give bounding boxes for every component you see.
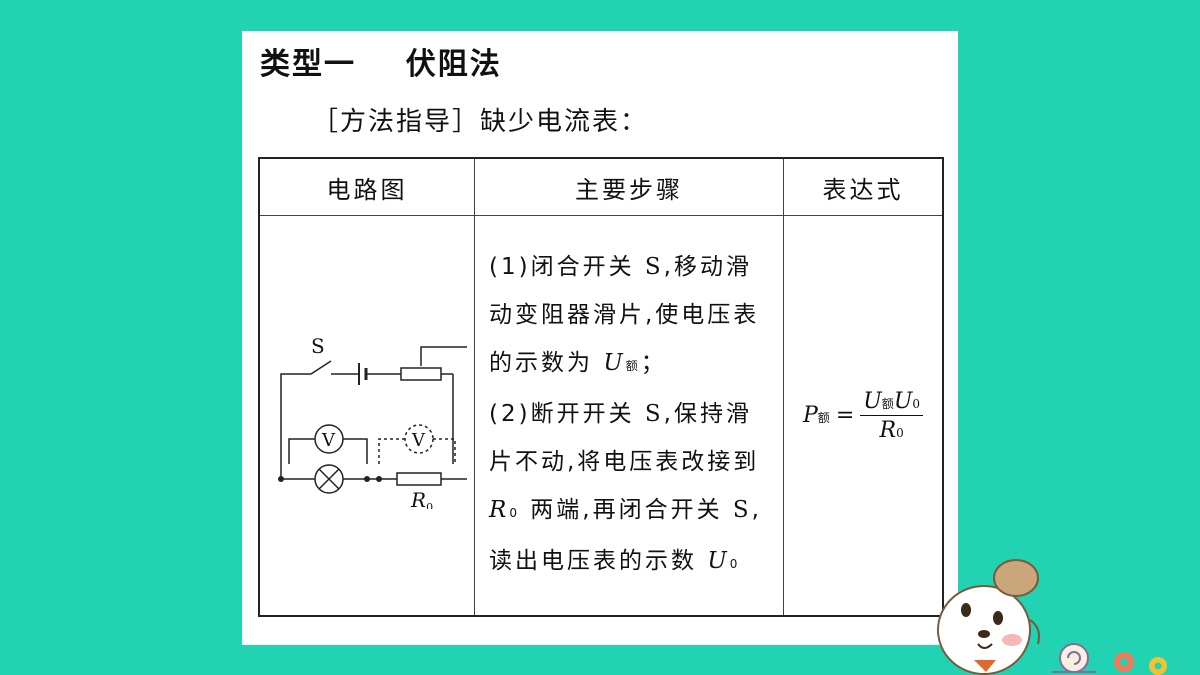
circuit-diagram: S V V R0: [278, 334, 470, 514]
step-2: (2)断开开关 S,保持滑片不动,将电压表改接到 R0 两端,再闭合开关 S,读…: [489, 401, 762, 574]
step-1: (1)闭合开关 S,移动滑动变阻器滑片,使电压表的示数为 U额；: [489, 254, 760, 376]
table-row: S V V R0 (1)闭合开关 S,移动滑动变阻器滑片,使电压表的示数为 U额…: [258, 215, 944, 617]
resistor-label: R0: [410, 488, 433, 509]
title-method: 伏阻法: [405, 47, 502, 82]
header-circuit: 电路图: [258, 157, 475, 216]
method-guide: ［方法指导］缺少电流表：: [312, 107, 649, 137]
expression-cell: P额 = U额U0 R0: [783, 215, 944, 617]
voltmeter-label: V: [321, 430, 336, 451]
table-header-row: 电路图 主要步骤 表达式: [258, 157, 944, 216]
voltmeter-dashed-label: V: [411, 430, 426, 451]
formula-fraction: U额U0 R0: [860, 389, 923, 443]
slide-page: 类型一 伏阻法 ［方法指导］缺少电流表： 电路图 主要步骤 表达式: [242, 31, 958, 645]
method-table: 电路图 主要步骤 表达式: [258, 157, 944, 617]
circuit-cell: S V V R0: [258, 215, 475, 617]
switch-label: S: [311, 334, 325, 358]
header-steps: 主要步骤: [474, 157, 784, 216]
power-formula: P额 = U额U0 R0: [803, 389, 923, 443]
puppy-mascot-illustration: [937, 559, 1167, 675]
steps-cell: (1)闭合开关 S,移动滑动变阻器滑片,使电压表的示数为 U额； (2)断开开关…: [474, 215, 784, 617]
section-title: 类型一 伏阻法: [260, 39, 502, 83]
title-label: 类型一: [260, 47, 356, 82]
header-expression: 表达式: [783, 157, 944, 216]
